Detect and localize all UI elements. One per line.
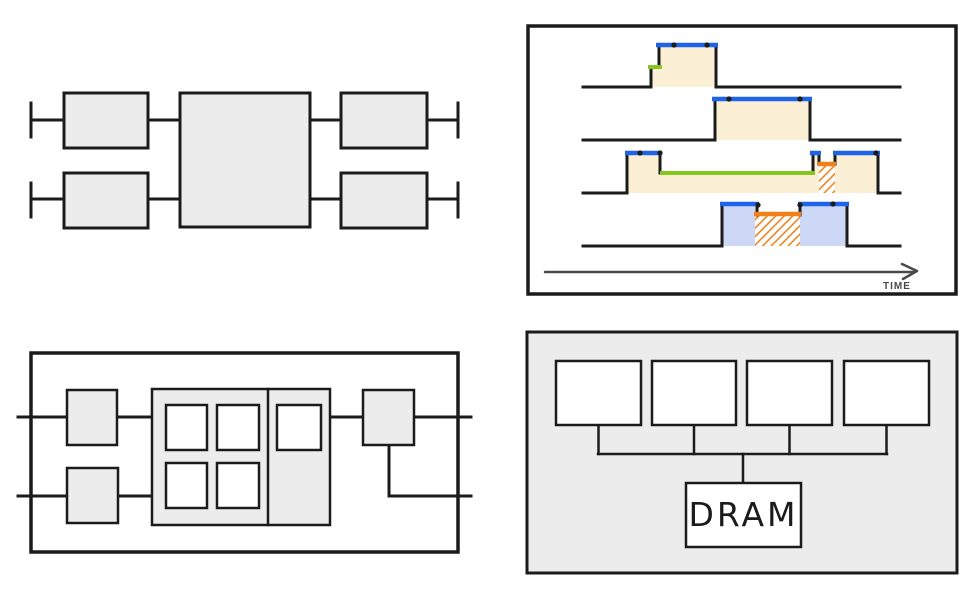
signal-rail-top [29, 101, 460, 139]
shared-center-box [178, 91, 312, 229]
core-box [164, 403, 209, 452]
pulse-edges [720, 202, 849, 248]
bus-stubs [597, 423, 888, 456]
pulse-edges [649, 43, 718, 89]
pulse-fill [715, 101, 810, 140]
core-box [215, 403, 261, 452]
pulse-edges [713, 97, 812, 142]
waveform-trace-2 [581, 96, 902, 142]
stage-box-top-right [339, 91, 429, 150]
memory-hierarchy-diagram: DRAM [525, 330, 959, 575]
stage-box-bottom-left [62, 171, 150, 230]
stage-box-bottom-right [339, 171, 429, 230]
waveform-trace-1 [581, 42, 902, 89]
event-dot [671, 42, 677, 48]
event-dot [726, 96, 732, 102]
timing-frame [526, 24, 958, 296]
waveform-trace-3 [581, 150, 902, 195]
client-box-2 [650, 359, 738, 427]
core-cluster-block [150, 387, 332, 527]
event-dot [830, 201, 836, 207]
core-box [164, 461, 209, 510]
dram-label: DRAM [688, 495, 798, 534]
pulse-fill-right [800, 205, 847, 246]
event-dot [704, 42, 710, 48]
pulse-fill-left [722, 205, 755, 246]
time-axis: TIME [543, 262, 919, 292]
dram-block: DRAM [684, 481, 803, 549]
dram-box [684, 481, 803, 549]
io-block-top-left [65, 388, 119, 447]
stage-box-top-left [62, 91, 150, 150]
pipeline-diagram [29, 91, 460, 230]
stall-block-hatch [755, 215, 800, 246]
event-dot [657, 150, 663, 156]
memory-bus [596, 423, 889, 485]
core-box [215, 461, 261, 510]
signal-rail-bottom [29, 181, 460, 219]
chip-diagram [16, 351, 473, 554]
event-dot [873, 150, 879, 156]
cache-box [275, 403, 323, 452]
io-block-bottom-left [65, 466, 120, 525]
client-box-1 [554, 359, 643, 427]
pulse-fill [651, 47, 716, 87]
event-dot [797, 202, 803, 208]
timing-diagram: TIME [526, 24, 958, 296]
io-block-right [361, 388, 416, 447]
waveform-trace-4 [581, 201, 902, 248]
event-dot [637, 150, 643, 156]
chip-bus-wires [16, 415, 473, 498]
pulse-edges [625, 151, 880, 195]
event-dot [755, 202, 761, 208]
client-box-3 [745, 359, 834, 427]
stall-block-hatch [819, 164, 835, 193]
client-box-4 [842, 359, 931, 427]
time-axis-label: TIME [883, 281, 911, 292]
time-axis-arrowhead [900, 262, 919, 281]
event-dot [797, 96, 803, 102]
